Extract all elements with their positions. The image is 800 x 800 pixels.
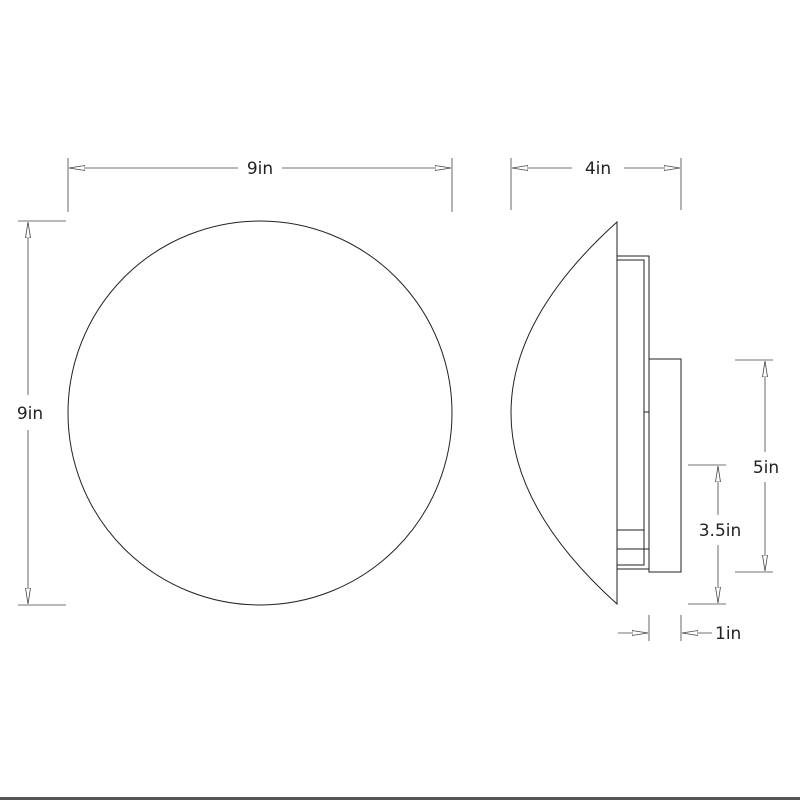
- dome-profile: [510, 220, 618, 606]
- front-width-dimension: 9in: [67, 158, 453, 212]
- side-view: [510, 220, 682, 606]
- mount-height-dimension: 3.5in: [688, 464, 742, 605]
- front-circle: [67, 220, 453, 606]
- box-depth-dimension: 1in: [618, 615, 741, 644]
- front-height-dimension: 9in: [17, 220, 66, 606]
- front-width-label: 9in: [247, 159, 273, 179]
- side-depth-dimension: 4in: [510, 158, 682, 210]
- backplate-height-label: 5in: [753, 458, 779, 478]
- bottom-border: [0, 797, 800, 800]
- box-depth-label: 1in: [715, 624, 741, 644]
- front-view: [67, 220, 453, 606]
- side-depth-label: 4in: [585, 159, 611, 179]
- front-height-label: 9in: [17, 404, 43, 424]
- mount-height-label: 3.5in: [699, 521, 742, 541]
- mounting-box: [648, 358, 682, 573]
- backplate-height-dimension: 5in: [735, 359, 779, 573]
